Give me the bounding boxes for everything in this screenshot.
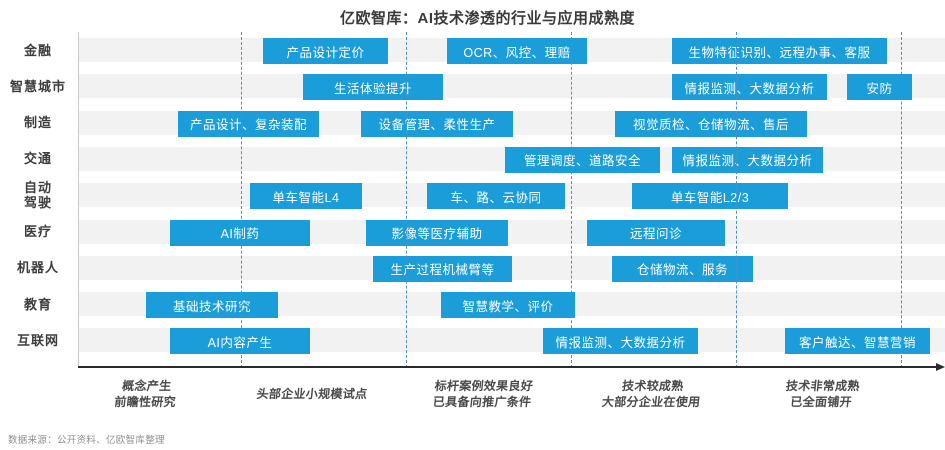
maturity-box: 单车智能L2/3 — [632, 183, 788, 210]
maturity-box: 智慧教学、评价 — [441, 292, 575, 319]
maturity-box: 情报监测、大数据分析 — [672, 74, 827, 101]
stage-label: 标杆案例效果良好 已具备向推广条件 — [432, 379, 534, 409]
stage-divider-line — [406, 32, 407, 368]
row-label: 医疗 — [23, 224, 52, 239]
source-note: 数据来源：公开资料、亿欧智库整理 — [8, 435, 165, 446]
maturity-box: 基础技术研究 — [146, 292, 278, 319]
row-label: 制造 — [23, 115, 52, 131]
row-label: 智慧城市 — [9, 78, 66, 94]
maturity-box: 客户触达、智慧营销 — [785, 328, 930, 355]
row-label: 教育 — [23, 296, 52, 312]
x-axis-line — [78, 366, 936, 368]
stage-divider-line — [736, 32, 737, 368]
maturity-box: 管理调度、道路安全 — [505, 146, 660, 173]
maturity-box: AI内容产生 — [170, 328, 310, 355]
stage-divider-line — [571, 32, 572, 368]
maturity-box: 安防 — [847, 74, 912, 101]
stage-label: 技术较成熟 大部分企业在使用 — [601, 379, 702, 409]
maturity-box: 产品设计定价 — [263, 38, 388, 64]
maturity-box: 远程问诊 — [587, 219, 725, 246]
maturity-box: 生活体验提升 — [303, 74, 443, 101]
stage-label: 概念产生 前瞻性研究 — [113, 379, 177, 409]
maturity-box: 生产过程机械臂等 — [373, 255, 512, 282]
stage-divider-line — [241, 32, 242, 368]
row-label: 自动 驾驶 — [23, 180, 52, 211]
maturity-box: 仓储物流、服务 — [612, 255, 753, 282]
maturity-box: OCR、风控、理赔 — [447, 38, 587, 64]
row-band — [79, 255, 945, 280]
maturity-box: 产品设计、复杂装配 — [178, 110, 319, 137]
maturity-box: 单车智能L4 — [250, 183, 362, 210]
row-label: 金融 — [23, 42, 52, 58]
maturity-box: 影像等医疗辅助 — [366, 219, 508, 246]
row-label: 互联网 — [16, 332, 59, 348]
x-axis-arrow-icon — [936, 362, 945, 371]
maturity-box: 车、路、云协同 — [427, 183, 565, 210]
maturity-box: 情报监测、大数据分析 — [543, 328, 698, 355]
maturity-box: 情报监测、大数据分析 — [672, 146, 823, 173]
maturity-box: AI制药 — [170, 219, 310, 246]
maturity-box: 生物特征识别、远程办事、客服 — [672, 38, 887, 64]
stage-divider-line — [901, 32, 902, 368]
maturity-box: 视觉质检、仓储物流、售后 — [615, 110, 807, 137]
y-axis-line — [78, 32, 79, 366]
row-label: 机器人 — [16, 260, 59, 276]
row-label: 交通 — [23, 151, 52, 167]
chart-title: 亿欧智库：AI技术渗透的行业与应用成熟度 — [339, 10, 635, 27]
maturity-box: 设备管理、柔性生产 — [361, 110, 513, 137]
stage-label: 头部企业小规模试点 — [255, 387, 369, 401]
stage-label: 技术非常成熟 已全面铺开 — [785, 379, 861, 409]
